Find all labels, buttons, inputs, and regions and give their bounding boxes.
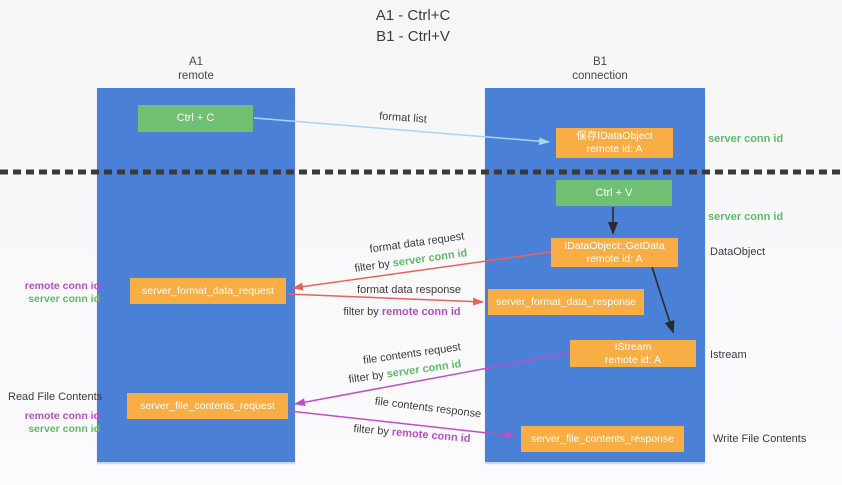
ctrl-v-node: Ctrl + V [556, 180, 672, 206]
server-conn-id-label-format: server conn id [28, 293, 100, 305]
format-data-response-flow-label: format data response [357, 284, 461, 296]
save-dataobject-line2: remote id: A [586, 143, 643, 155]
save-dataobject-line1: 保存IDataObject [576, 130, 653, 142]
write-file-contents-annotation: Write File Contents [713, 433, 807, 445]
server-file-contents-response-node: server_file_contents_response [521, 426, 684, 452]
read-file-contents-annotation: Read File Contents [8, 391, 103, 403]
server-file-contents-response-label: server_file_contents_response [530, 432, 674, 445]
istream-annotation: Istream [710, 349, 747, 361]
file-contents-response-arrow [288, 410, 516, 439]
server-conn-id-label-file: server conn id [28, 423, 100, 435]
server-conn-id-annotation-top: server conn id [708, 133, 784, 145]
title-line-2: B1 - Ctrl+V [376, 28, 450, 45]
server-format-data-response-label: server_format_data_response [495, 295, 637, 308]
remote-conn-id-label-format: remote conn id [24, 280, 100, 292]
getdata-line1: IDataObject::GetData [564, 239, 665, 252]
title-line-1: A1 - Ctrl+C [375, 7, 451, 24]
diagram-title: A1 - Ctrl+C B1 - Ctrl+V [0, 5, 826, 47]
filter-key-remote-conn-id: remote conn id [381, 306, 461, 318]
lane-a1-subtitle: remote [178, 70, 214, 82]
istream-line2: remote id: A [604, 353, 662, 366]
lane-header-b1: B1 connection [530, 55, 670, 83]
server-conn-id-annotation-mid: server conn id [708, 211, 784, 223]
filter-by-prefix: filter by [343, 306, 379, 318]
file-conn-id-pair: remote conn id server conn id [8, 410, 100, 436]
ctrl-c-node: Ctrl + C [138, 105, 253, 132]
lane-b1-title: B1 [592, 56, 608, 68]
lane-a1-title: A1 [188, 56, 204, 68]
ctrl-c-label: Ctrl + C [176, 112, 215, 124]
server-file-contents-request-label: server_file_contents_request [140, 399, 275, 412]
getdata-node: IDataObject::GetData remote id: A [551, 238, 678, 267]
file-contents-request-arrow [294, 352, 570, 407]
istream-line1: IStream [614, 340, 652, 353]
lane-header-a1: A1 remote [126, 55, 266, 83]
remote-conn-id-label-file: remote conn id [24, 410, 100, 422]
format-data-response-arrow [286, 293, 484, 306]
server-format-data-request-label: server_format_data_request [142, 284, 274, 297]
istream-node: IStream remote id: A [570, 340, 696, 367]
ctrl-v-label: Ctrl + V [595, 186, 633, 199]
dataobject-annotation: DataObject [710, 246, 766, 258]
getdata-line2: remote id: A [586, 252, 643, 265]
format-data-request-arrow [292, 251, 552, 291]
server-format-data-request-node: server_format_data_request [130, 278, 286, 304]
lane-b1-subtitle: connection [572, 70, 628, 82]
format-list-arrow [253, 117, 550, 146]
server-format-data-response-node: server_format_data_response [488, 289, 644, 315]
getdata-to-istream-arrow [651, 266, 675, 334]
server-file-contents-request-node: server_file_contents_request [127, 393, 288, 419]
save-dataobject-node: 保存IDataObject remote id: A [556, 128, 673, 158]
format-conn-id-pair: remote conn id server conn id [8, 280, 100, 306]
